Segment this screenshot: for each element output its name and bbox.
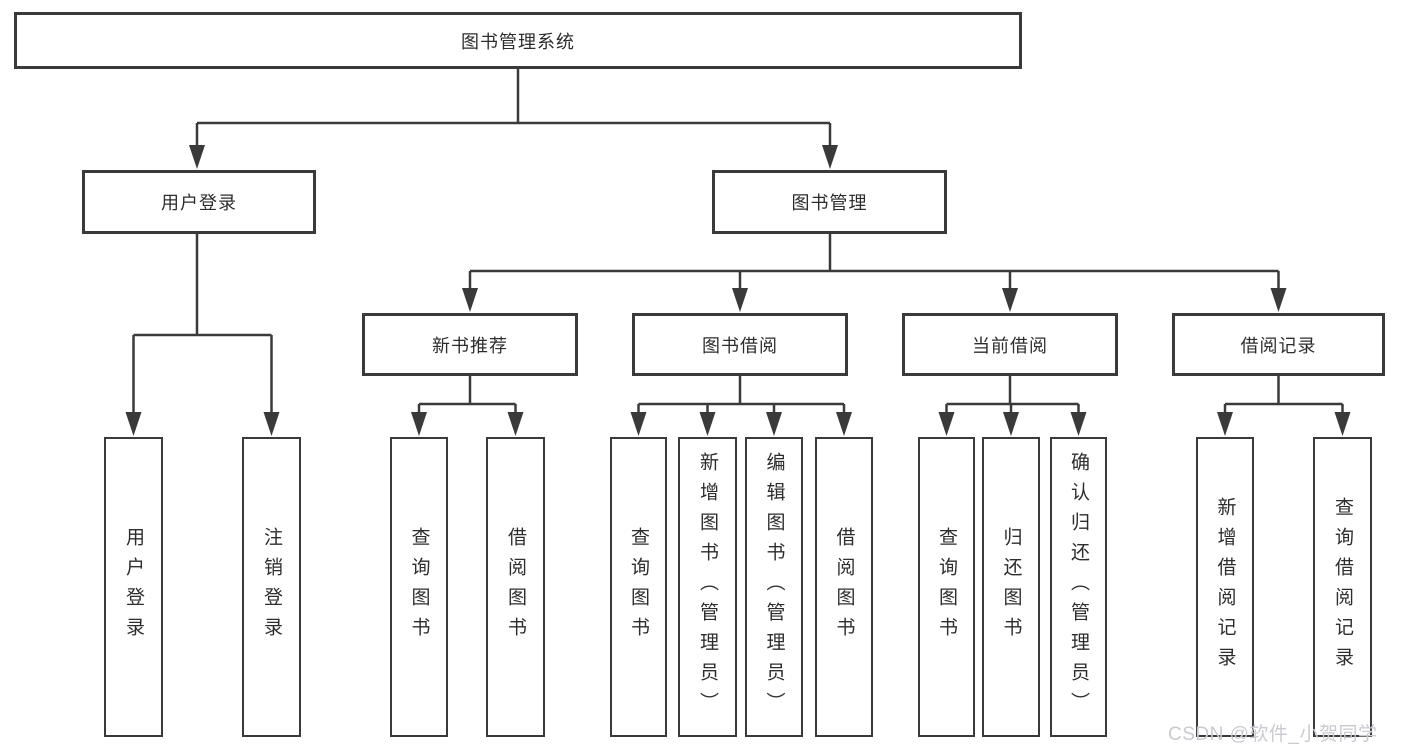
leaf-query-books-current-label: 查询图书 [936, 527, 957, 647]
leaf-return-book-label: 归还图书 [1000, 527, 1022, 647]
leaf-query-books-current: 查询图书 [918, 437, 975, 737]
node-book-borrow-label: 图书借阅 [702, 335, 778, 356]
leaf-borrow-books-recommend: 借阅图书 [486, 437, 545, 737]
watermark: CSDN @软件_小贺同学 [1168, 724, 1378, 745]
leaf-query-books-recommend: 查询图书 [390, 437, 448, 737]
node-book-management-label: 图书管理 [791, 193, 868, 213]
leaf-add-borrow-record: 新增借阅记录 [1196, 437, 1254, 737]
tree-edges [132, 68, 1344, 417]
leaf-add-borrow-record-label: 新增借阅记录 [1214, 497, 1236, 677]
leaf-query-books-borrow: 查询图书 [610, 437, 667, 737]
leaf-confirm-return-admin: 确认归还（管理员） [1050, 437, 1107, 737]
leaf-confirm-return-admin-label: 确认归还（管理员） [1068, 452, 1089, 722]
leaf-borrow-books-label: 借阅图书 [833, 527, 855, 647]
leaf-logout-label: 注销登录 [261, 527, 282, 647]
node-book-management: 图书管理 [712, 170, 947, 234]
node-new-book-recommend: 新书推荐 [362, 313, 578, 376]
node-new-book-recommend-label: 新书推荐 [432, 335, 508, 356]
leaf-add-book-admin-label: 新增图书（管理员） [697, 452, 718, 722]
leaf-user-login-label: 用户登录 [123, 527, 144, 647]
leaf-borrow-books-recommend-label: 借阅图书 [505, 527, 526, 647]
node-borrow-records: 借阅记录 [1172, 313, 1385, 376]
leaf-query-borrow-record: 查询借阅记录 [1313, 437, 1372, 737]
leaf-add-book-admin: 新增图书（管理员） [678, 437, 737, 737]
leaf-edit-book-admin: 编辑图书（管理员） [745, 437, 803, 737]
node-user-login-label: 用户登录 [161, 193, 237, 213]
leaf-query-books-recommend-label: 查询图书 [408, 527, 430, 647]
node-root-label: 图书管理系统 [461, 31, 575, 52]
node-borrow-records-label: 借阅记录 [1240, 335, 1317, 356]
leaf-user-login: 用户登录 [104, 437, 163, 737]
leaf-return-book: 归还图书 [982, 437, 1040, 737]
arrowheads [125, 145, 1351, 436]
leaf-edit-book-admin-label: 编辑图书（管理员） [763, 452, 785, 722]
node-book-borrow: 图书借阅 [632, 313, 848, 376]
node-current-borrow-label: 当前借阅 [972, 335, 1048, 356]
node-user-login: 用户登录 [82, 170, 316, 234]
leaf-borrow-books: 借阅图书 [815, 437, 873, 737]
leaf-query-borrow-record-label: 查询借阅记录 [1332, 497, 1353, 677]
node-current-borrow: 当前借阅 [902, 313, 1118, 376]
leaf-logout: 注销登录 [242, 437, 301, 737]
leaf-query-books-borrow-label: 查询图书 [628, 527, 649, 647]
node-root: 图书管理系统 [14, 12, 1022, 69]
